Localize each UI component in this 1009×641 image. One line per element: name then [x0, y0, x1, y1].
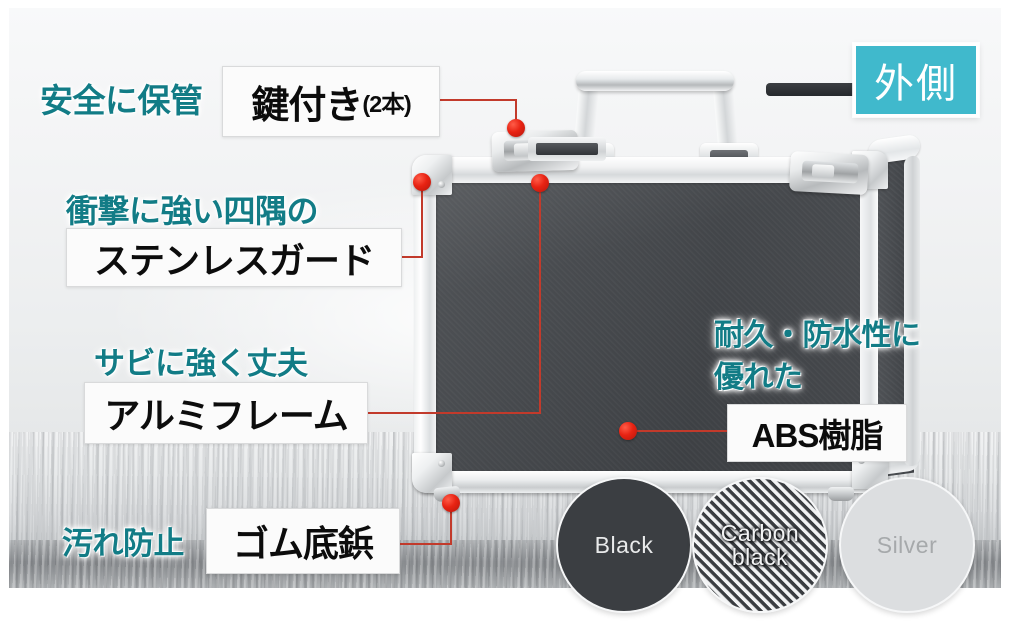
connector-abs-horizontal	[637, 430, 729, 432]
connector-guard-vertical	[421, 185, 423, 257]
callout-abs-lead-line2: 優れた	[714, 361, 803, 394]
callout-lock-chip-sub: (2本)	[362, 90, 411, 117]
callout-lock-chip-main: 鍵付き	[251, 85, 363, 127]
hotspot-dot-frame	[531, 174, 549, 192]
swatch-silver[interactable]: Silver	[839, 477, 975, 613]
connector-frame-vertical	[539, 186, 541, 413]
callout-abs-lead-line1: 耐久・防水性に	[714, 319, 921, 352]
connector-foot-vertical	[450, 510, 452, 544]
side-badge: 外側	[853, 43, 979, 117]
lock-plate	[528, 137, 606, 161]
carry-handle	[576, 71, 888, 96]
rivet	[438, 460, 445, 467]
connector-lock-vertical	[515, 99, 517, 129]
floor-lower-band	[8, 588, 1001, 634]
rubber-foot-right	[828, 487, 854, 501]
side-badge-label: 外側	[874, 62, 958, 106]
swatch-carbon-black-label-line2: black	[731, 544, 789, 570]
callout-guard-lead: 衝撃に強い四隅の	[66, 193, 319, 229]
swatch-carbon-black-label-line1: Carbon	[720, 519, 800, 546]
callout-foot-lead: 汚れ防止	[62, 526, 185, 561]
hotspot-dot-guard	[413, 173, 431, 191]
connector-foot-horizontal	[398, 543, 452, 545]
hotspot-dot-abs	[619, 422, 637, 440]
callout-guard-chip: ステンレスガード	[66, 228, 402, 287]
callout-abs-chip: ABS樹脂	[727, 404, 907, 462]
callout-frame-lead: サビに強く丈夫	[94, 346, 308, 381]
case-front-panel	[422, 171, 872, 487]
callout-lock-lead: 安全に保管	[40, 82, 203, 119]
rivet	[438, 181, 445, 188]
latch-right	[789, 150, 869, 196]
lock-plate-inner	[536, 143, 598, 155]
frame-left	[414, 169, 436, 485]
connector-frame-horizontal	[366, 412, 541, 414]
floor-shadow-band	[8, 540, 1001, 588]
latch-right-button	[811, 164, 835, 179]
frame-right	[860, 163, 878, 481]
swatch-carbon-black[interactable]: Carbon black	[692, 477, 828, 613]
handle-mount-right-inner	[710, 150, 748, 161]
swatch-carbon-black-label: Carbon black	[721, 521, 799, 569]
callout-frame-chip: アルミフレーム	[84, 382, 368, 444]
callout-lock-chip: 鍵付き(2本)	[222, 66, 440, 137]
hotspot-dot-lock	[507, 119, 525, 137]
swatch-silver-label: Silver	[876, 531, 938, 558]
swatch-black-label: Black	[594, 531, 654, 558]
callout-foot-chip: ゴム底鋲	[206, 508, 400, 574]
left-white-margin	[0, 0, 9, 641]
hotspot-dot-foot	[442, 494, 460, 512]
aluminium-briefcase-image	[404, 63, 924, 513]
connector-lock-horizontal	[437, 99, 517, 101]
connector-guard-horizontal	[399, 256, 423, 258]
swatch-black[interactable]: Black	[556, 477, 692, 613]
